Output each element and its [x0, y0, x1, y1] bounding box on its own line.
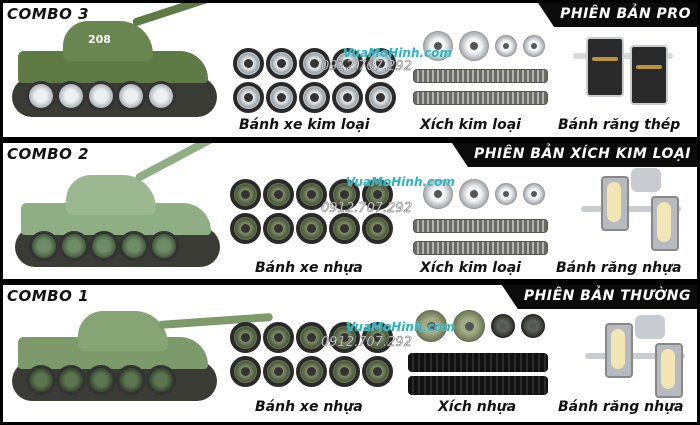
road-wheel	[86, 81, 116, 111]
watermark-site: VuaMoHinh.com	[343, 46, 452, 60]
caption-gearbox: Bánh răng thép	[558, 117, 681, 133]
version-badge: PHIÊN BẢN XÍCH KIM LOẠI	[451, 143, 697, 167]
road-wheel	[86, 365, 116, 395]
sprockets-image	[423, 179, 545, 209]
tank-number: 208	[88, 33, 111, 46]
wheels-image	[230, 322, 393, 387]
road-wheel	[59, 231, 89, 261]
gearbox-image	[581, 168, 691, 253]
caption-gearbox: Bánh răng nhựa	[558, 399, 684, 415]
watermark-phone: 0912.707.292	[321, 59, 412, 75]
tank-turret	[78, 311, 168, 351]
watermark-phone: 0912.707.292	[321, 335, 412, 351]
tank-barrel	[131, 3, 225, 27]
tank-turret	[63, 21, 153, 61]
version-badge: PHIÊN BẢN PRO	[538, 3, 697, 27]
wheels-image	[230, 179, 393, 244]
road-wheel	[116, 365, 146, 395]
combo-3-panel: COMBO 3 PHIÊN BẢN PRO 208 VuaMoHinh.com …	[3, 3, 697, 137]
combo-label: COMBO 2	[7, 145, 90, 163]
road-wheel	[149, 231, 179, 261]
tracks-image	[408, 353, 548, 399]
tank-image: 208	[8, 3, 225, 131]
road-wheel	[56, 365, 86, 395]
tracks-image	[413, 219, 548, 263]
road-wheel	[146, 81, 176, 111]
caption-tracks: Xích kim loại	[420, 117, 521, 133]
road-wheel	[116, 81, 146, 111]
wheels-image	[233, 48, 396, 113]
combo-2-panel: COMBO 2 PHIÊN BẢN XÍCH KIM LOẠI VuaMoHin…	[3, 143, 697, 279]
road-wheel	[89, 231, 119, 261]
combo-label: COMBO 3	[7, 5, 90, 23]
watermark-site: VuaMoHinh.com	[346, 175, 455, 189]
road-wheel	[146, 365, 176, 395]
road-wheel	[26, 365, 56, 395]
version-badge: PHIÊN BẢN THƯỜNG	[501, 285, 697, 309]
watermark-phone: 0912.707.292	[321, 201, 412, 217]
road-wheel	[119, 231, 149, 261]
tank-barrel	[134, 143, 222, 183]
caption-tracks: Xích nhựa	[438, 399, 517, 415]
road-wheel	[29, 231, 59, 261]
tank-image	[11, 143, 226, 278]
caption-wheels: Bánh xe kim loại	[239, 117, 370, 133]
combo-label: COMBO 1	[7, 287, 90, 305]
caption-wheels: Bánh xe nhựa	[255, 399, 363, 415]
gearbox-image	[568, 35, 688, 110]
combo-1-panel: COMBO 1 PHIÊN BẢN THƯỜNG VuaMoHinh.com 0…	[3, 285, 697, 422]
sprockets-image	[415, 310, 545, 342]
road-wheel	[26, 81, 56, 111]
gearbox-image	[585, 315, 695, 400]
caption-tracks: Xích kim loại	[420, 260, 521, 276]
tracks-image	[413, 69, 548, 113]
watermark-site: VuaMoHinh.com	[346, 320, 455, 334]
tank-turret	[66, 175, 156, 215]
caption-wheels: Bánh xe nhựa	[255, 260, 363, 276]
tank-image	[8, 299, 278, 419]
road-wheel	[56, 81, 86, 111]
sprockets-image	[423, 31, 545, 61]
caption-gearbox: Bánh răng nhựa	[556, 260, 682, 276]
